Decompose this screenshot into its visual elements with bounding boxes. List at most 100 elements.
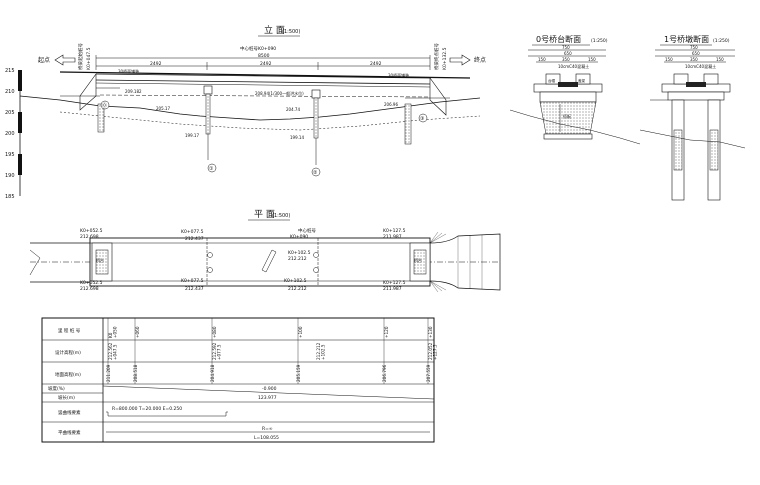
start-arrow: 起点 xyxy=(38,54,76,66)
start-label: 起点 xyxy=(38,56,50,64)
abutment-section-scale: (1:250) xyxy=(591,38,608,44)
plan-abutment-label-right: 桥台 xyxy=(414,257,422,263)
profile-design-elev: 212.562+047.5 212.592+077.5 212.212+102.… xyxy=(108,342,438,360)
svg-text:212.562+047.5: 212.562+047.5 xyxy=(108,342,118,360)
svg-text:+130: +130 xyxy=(428,326,433,338)
center-label: 中心桩号K0+090 xyxy=(240,45,276,52)
svg-text:211.987: 211.987 xyxy=(383,234,402,240)
svg-text:205.17: 205.17 xyxy=(156,106,170,111)
pier-1: ① xyxy=(203,85,217,173)
svg-text:+120: +120 xyxy=(384,326,389,338)
svg-text:199.17: 199.17 xyxy=(185,133,199,138)
svg-text:+060: +060 xyxy=(135,326,140,338)
svg-text:208.94(1/300一般洪水位): 208.94(1/300一般洪水位) xyxy=(255,90,304,96)
svg-text:207.559: 207.559 xyxy=(426,364,431,382)
elevation-view: 立 面 (1:500) 215 210 205 200 195 190 185 … xyxy=(5,24,486,200)
pier-section: 1号桥墩断面 (1:250) 750 650 150 350 150 10cmC… xyxy=(639,34,746,201)
svg-text:209.182: 209.182 xyxy=(125,89,142,94)
abutment-3-tag: ③ xyxy=(420,116,424,122)
svg-text:设计高程(m): 设计高程(m) xyxy=(55,349,81,356)
plan-abutment-label-left: 桥台 xyxy=(96,257,104,263)
left-station: K0+047.5 xyxy=(86,47,92,70)
svg-text:206.96: 206.96 xyxy=(384,102,398,107)
elevation-scale-bar: 215 210 205 200 195 190 185 xyxy=(5,68,22,200)
svg-text:205.159: 205.159 xyxy=(296,364,301,382)
svg-text:里 程 桩 号: 里 程 桩 号 xyxy=(58,327,81,334)
abutment-left: ⓪ xyxy=(97,100,110,133)
vertical-curve: R=800.000 T=20.000 E=0.250 xyxy=(112,406,182,412)
svg-text:212.437: 212.437 xyxy=(185,236,204,242)
plan-scale: (1:500) xyxy=(272,213,290,219)
scale-195: 195 xyxy=(5,152,15,158)
svg-text:206.796: 206.796 xyxy=(382,364,387,382)
svg-text:650: 650 xyxy=(692,51,700,56)
svg-text:K0+090: K0+090 xyxy=(290,234,308,240)
scale-215: 215 xyxy=(5,68,15,74)
pier-section-title: 1号桥墩断面 xyxy=(664,34,709,44)
scale-205: 205 xyxy=(5,110,15,116)
svg-text:150: 150 xyxy=(538,57,546,62)
abutment-section-title: 0号桥台断面 xyxy=(536,34,581,44)
svg-text:212.212+102.5: 212.212+102.5 xyxy=(316,342,326,360)
svg-text:K0+077.5: K0+077.5 xyxy=(181,229,204,235)
svg-text:211.987: 211.987 xyxy=(383,286,402,292)
svg-text:350: 350 xyxy=(690,57,698,62)
svg-text:K0+102.5: K0+102.5 xyxy=(288,250,311,256)
pier-section-scale: (1:250) xyxy=(713,38,730,44)
svg-text:+100: +100 xyxy=(298,326,303,338)
slope-value: -0.900 xyxy=(262,386,277,392)
svg-text:地面高程(m): 地面高程(m) xyxy=(55,371,81,378)
profile-row-labels: 里 程 桩 号 设计高程(m) 地面高程(m) 坡度(%) 坡长(m) 竖曲线要… xyxy=(48,327,81,436)
svg-text:10cmC40混凝土: 10cmC40混凝土 xyxy=(558,63,589,69)
horizontal-r: R=∞ xyxy=(262,426,273,432)
svg-text:750: 750 xyxy=(690,45,698,50)
svg-text:212.592+077.5: 212.592+077.5 xyxy=(212,342,222,360)
svg-text:204.918: 204.918 xyxy=(210,364,215,382)
svg-text:K0+052.5: K0+052.5 xyxy=(80,228,103,234)
svg-text:212.212: 212.212 xyxy=(288,256,307,262)
right-bridge-label: 桥梁终点桩号 xyxy=(433,43,440,70)
deck-label-right: 30桥面铺装 xyxy=(388,72,409,78)
span-1: 2492 xyxy=(150,61,162,67)
svg-text:坡度(%): 坡度(%) xyxy=(48,385,65,392)
svg-text:212.212: 212.212 xyxy=(288,286,307,292)
svg-text:搭板: 搭板 xyxy=(563,113,571,119)
bridge-deck: 30桥面铺装 30桥面铺装 xyxy=(59,68,471,88)
abutment-0-tag: ⓪ xyxy=(102,102,107,109)
svg-text:平曲线要素: 平曲线要素 xyxy=(58,429,81,436)
pier-2: ② xyxy=(311,89,321,177)
end-label: 终点 xyxy=(474,56,486,64)
svg-text:150: 150 xyxy=(716,57,724,62)
svg-text:10cmC40混凝土: 10cmC40混凝土 xyxy=(685,63,716,69)
right-station: K0+132.5 xyxy=(442,47,448,70)
svg-text:竖曲线要素: 竖曲线要素 xyxy=(58,409,81,416)
svg-text:212.698: 212.698 xyxy=(80,286,99,292)
plan-stations-top: K0+052.5 212.698 K0+077.5 212.437 中心桩号 K… xyxy=(80,227,406,262)
svg-text:中心桩号: 中心桩号 xyxy=(298,227,316,234)
profile-ground-elev: 211.209 208.518 204.918 205.159 206.796 … xyxy=(106,364,431,382)
plan-stations-bottom: K0+052.5 212.698 K0+077.5 212.437 K0+102… xyxy=(80,278,406,292)
svg-text:坡长(m): 坡长(m) xyxy=(58,394,75,401)
plan-view: 平 面 (1:500) 桥台 桥台 xyxy=(29,209,501,293)
svg-text:750: 750 xyxy=(562,45,570,50)
svg-text:211.209: 211.209 xyxy=(106,364,111,382)
abutment-section: 0号桥台断面 (1:250) 750 650 150 350 150 10cmC… xyxy=(509,34,641,145)
scale-210: 210 xyxy=(5,89,15,95)
slope-length: 123.977 xyxy=(258,395,277,401)
svg-text:204.74: 204.74 xyxy=(286,107,300,112)
svg-text:208.518: 208.518 xyxy=(133,364,138,382)
svg-text:212.052+127.5: 212.052+127.5 xyxy=(428,342,438,360)
svg-text:K0+102.5: K0+102.5 xyxy=(284,278,307,284)
profile-stations: K0+050 +060 +080 +100 +120 +130 xyxy=(108,326,433,338)
total-length: 8500 xyxy=(258,53,270,59)
abutment-right: ③ xyxy=(404,103,428,145)
plan-title: 平 面 xyxy=(254,209,275,220)
svg-text:K0+077.5: K0+077.5 xyxy=(181,278,204,284)
elevation-scale: (1:500) xyxy=(282,29,300,35)
svg-text:650: 650 xyxy=(564,51,572,56)
svg-text:212.437: 212.437 xyxy=(185,286,204,292)
svg-text:K0+050: K0+050 xyxy=(108,326,118,338)
svg-text:K0+052.5: K0+052.5 xyxy=(80,280,103,286)
svg-text:+080: +080 xyxy=(212,326,217,338)
